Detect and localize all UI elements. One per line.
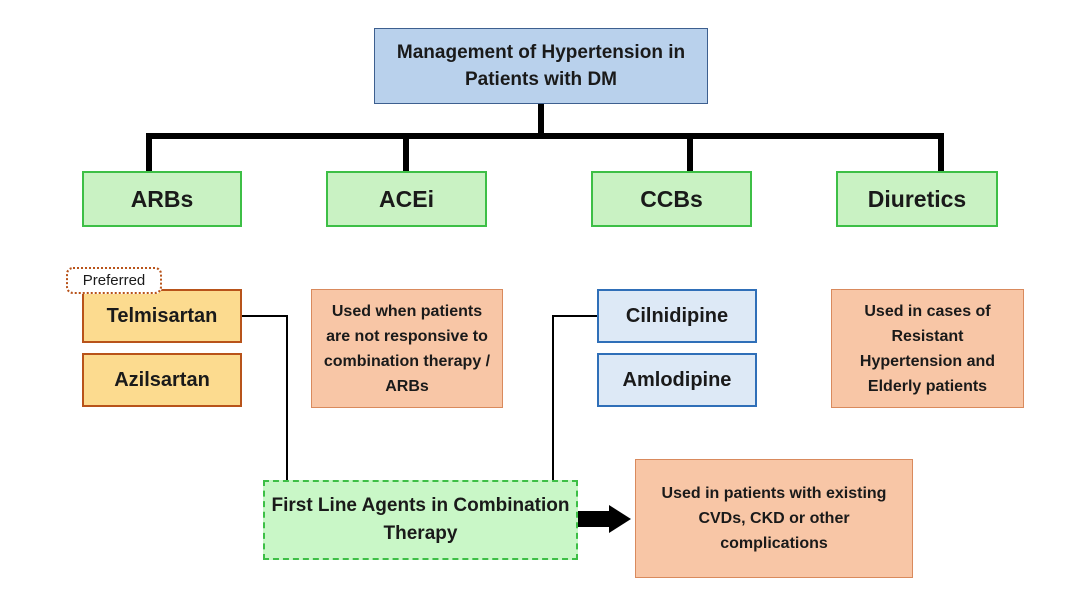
class-label-diuretics: Diuretics (867, 185, 967, 212)
note-text-combination: Used in patients with existing CVDs, CKD… (661, 485, 887, 552)
drug-label-azilsartan: Azilsartan (114, 368, 210, 391)
combination-therapy-box: First Line Agents in Combination Therapy (263, 480, 578, 560)
title-text: Management of Hypertension in Patients w… (396, 42, 686, 90)
connector-cilnidipine-combo (552, 315, 597, 480)
arrow-head (609, 505, 631, 533)
drug-box-cilnidipine: Cilnidipine (597, 289, 757, 343)
title-box: Management of Hypertension in Patients w… (374, 28, 708, 104)
connector-telmisartan-combo (242, 315, 288, 480)
drug-box-azilsartan: Azilsartan (82, 353, 242, 407)
note-box-diuretics: Used in cases of Resistant Hypertension … (831, 289, 1024, 408)
drug-label-telmisartan: Telmisartan (106, 304, 218, 327)
note-box-acei: Used when patients are not responsive to… (311, 289, 503, 408)
note-text-diuretics: Used in cases of Resistant Hypertension … (859, 302, 996, 395)
drug-box-telmisartan: Telmisartan (82, 289, 242, 343)
note-box-combination: Used in patients with existing CVDs, CKD… (635, 459, 913, 578)
arrow-shaft (578, 511, 609, 527)
class-box-acei: ACEi (326, 171, 487, 227)
combination-therapy-text: First Line Agents in Combination Therapy (271, 495, 570, 544)
class-label-ccbs: CCBs (640, 185, 703, 212)
preferred-tag: Preferred (66, 267, 162, 294)
class-label-arbs: ARBs (130, 185, 194, 212)
class-box-diuretics: Diuretics (836, 171, 998, 227)
note-text-acei: Used when patients are not responsive to… (323, 302, 491, 395)
class-label-acei: ACEi (379, 185, 434, 212)
class-box-arbs: ARBs (82, 171, 242, 227)
drug-label-cilnidipine: Cilnidipine (625, 304, 729, 327)
preferred-tag-text: Preferred (82, 272, 146, 289)
drug-label-amlodipine: Amlodipine (622, 368, 732, 391)
drug-box-amlodipine: Amlodipine (597, 353, 757, 407)
class-box-ccbs: CCBs (591, 171, 752, 227)
